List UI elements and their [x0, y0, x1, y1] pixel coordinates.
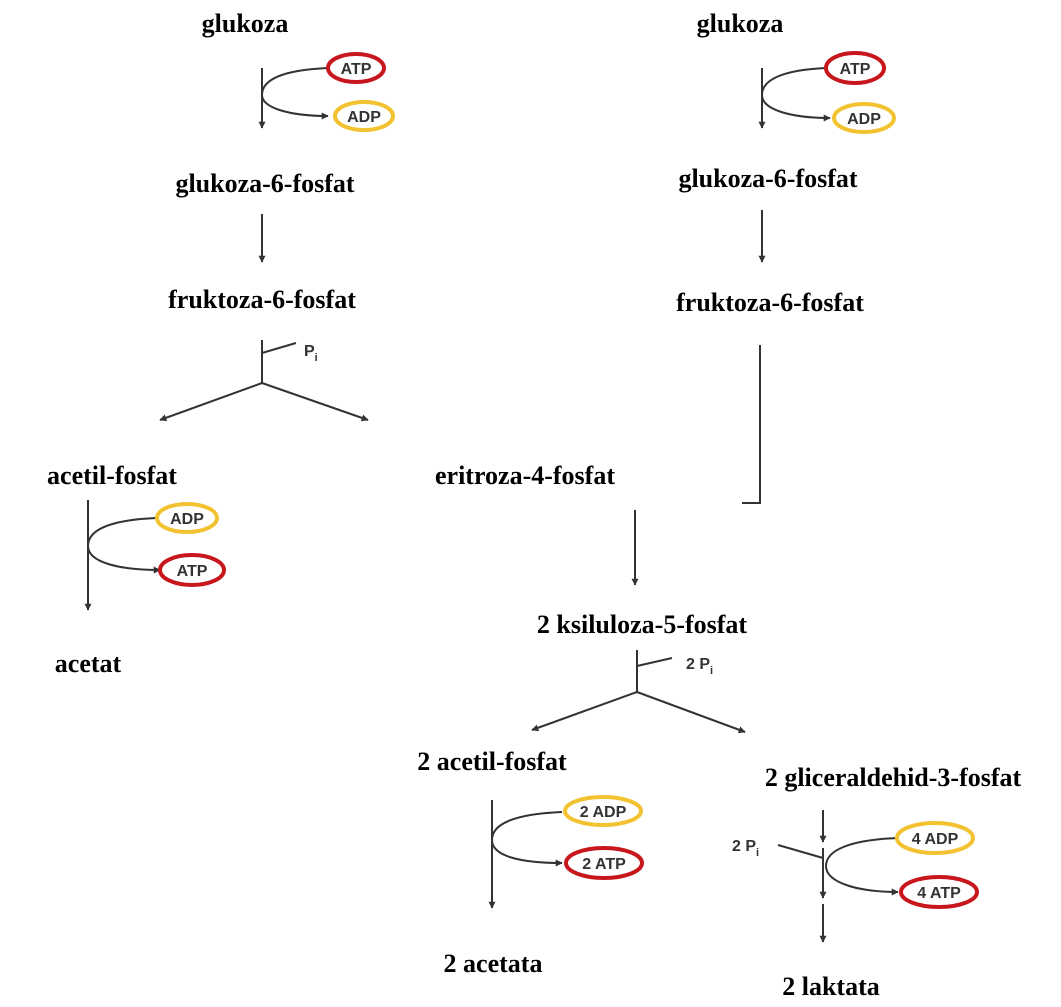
svg-text:ATP: ATP	[840, 61, 871, 78]
svg-text:2 ATP: 2 ATP	[582, 856, 626, 873]
svg-text:4 ADP: 4 ADP	[912, 831, 959, 848]
left-e4p-label: eritroza-4-fosfat	[435, 461, 615, 490]
svg-text:ADP: ADP	[170, 511, 204, 528]
right-f6p-connector	[742, 345, 761, 504]
right-adp-atp-curve-2	[824, 837, 899, 896]
right-x5p-label: 2 ksiluloza-5-fosfat	[537, 610, 748, 639]
svg-text:2 ADP: 2 ADP	[580, 804, 627, 821]
svg-text:ADP: ADP	[847, 111, 881, 128]
left-atp-adp-curve	[260, 67, 329, 120]
right-atp-pill-3: 4 ATP	[899, 875, 979, 909]
left-adp-pill-2: ADP	[155, 502, 219, 534]
left-adp-pill-1: ADP	[333, 100, 395, 132]
right-gap-label: 2 gliceraldehid-3-fosfat	[765, 763, 1022, 792]
left-atp-pill-1: ATP	[326, 52, 386, 84]
right-pi-branch	[636, 657, 673, 667]
left-adp-atp-curve	[86, 517, 161, 574]
right-arrow-to-acetyl-p	[531, 691, 638, 732]
right-pi2-label: 2 Pi	[732, 838, 759, 859]
right-g6p-label: glukoza-6-fosfat	[678, 164, 857, 193]
left-atp-pill-2: ATP	[158, 553, 226, 587]
right-adp-pill-3: 4 ADP	[895, 821, 975, 855]
left-arrow-to-e4p	[261, 382, 369, 422]
right-acetate-label: 2 acetata	[444, 949, 543, 978]
svg-text:ATP: ATP	[341, 61, 372, 78]
svg-text:ATP: ATP	[177, 563, 208, 580]
left-acetyl-phosphate-label: acetil-fosfat	[47, 461, 177, 490]
right-f6p-label: fruktoza-6-fosfat	[676, 288, 864, 317]
right-atp-adp-curve	[760, 67, 831, 122]
left-pi-branch	[261, 342, 297, 354]
right-atp-pill-2: 2 ATP	[564, 846, 644, 880]
left-arrow-to-acetyl-p	[159, 382, 263, 422]
right-acetyl-phosphate-label: 2 acetil-fosfat	[417, 747, 567, 776]
left-pi-label: Pi	[304, 343, 318, 364]
right-adp-atp-curve	[490, 811, 563, 867]
right-lactate-label: 2 laktata	[782, 972, 880, 1001]
left-glucose-label: glukoza	[202, 9, 289, 38]
svg-text:4 ATP: 4 ATP	[917, 885, 961, 902]
right-pi-label: 2 Pi	[686, 656, 713, 677]
left-acetate-label: acetat	[55, 649, 122, 678]
left-g6p-label: glukoza-6-fosfat	[175, 169, 354, 198]
right-adp-pill-2: 2 ADP	[563, 795, 643, 827]
right-glucose-label: glukoza	[697, 9, 784, 38]
right-atp-pill-1: ATP	[824, 51, 886, 85]
right-pi2-branch	[777, 844, 824, 859]
right-adp-pill-1: ADP	[832, 102, 896, 134]
svg-text:ADP: ADP	[347, 109, 381, 126]
right-arrow-to-gap	[636, 691, 746, 734]
left-f6p-label: fruktoza-6-fosfat	[168, 285, 356, 314]
